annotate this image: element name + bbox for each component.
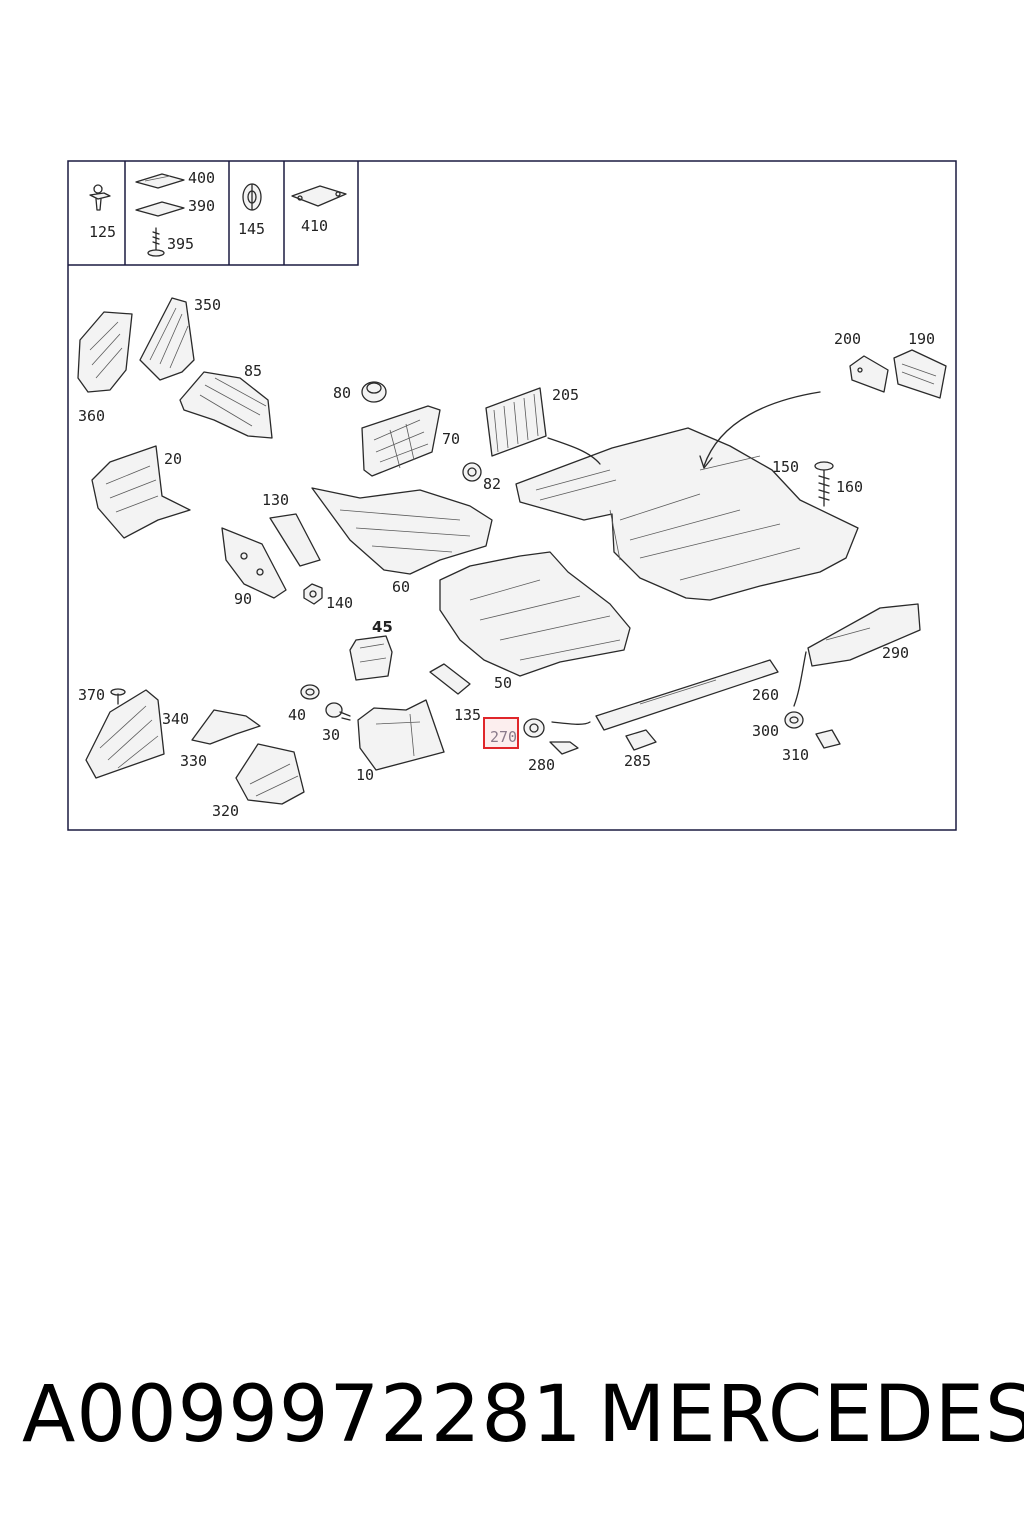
label-10: 10	[356, 766, 374, 784]
label-330: 330	[180, 752, 207, 770]
arrow-280	[551, 721, 591, 725]
label-50: 50	[494, 674, 512, 692]
part-340-panel-icon	[85, 689, 165, 779]
part-320-panel-icon	[235, 743, 305, 805]
label-145: 145	[238, 220, 265, 238]
label-285: 285	[624, 752, 651, 770]
part-10-panel-icon	[357, 699, 445, 771]
label-280: 280	[528, 756, 555, 774]
label-395: 395	[167, 235, 194, 253]
part-260-sill-icon	[595, 659, 779, 731]
label-350: 350	[194, 296, 221, 314]
label-205: 205	[552, 386, 579, 404]
part-370-pin-icon	[110, 688, 126, 705]
part-135-pad-icon	[429, 663, 471, 695]
part-130-plate-icon	[269, 513, 321, 567]
part-190-vent-icon	[893, 349, 947, 399]
label-320: 320	[212, 802, 239, 820]
part-410-plate-icon	[291, 185, 347, 207]
part-50-carpet-icon	[439, 551, 631, 677]
label-410: 410	[301, 217, 328, 235]
label-40: 40	[288, 706, 306, 724]
part-85-cover-icon	[179, 371, 273, 439]
part-395-screw-icon	[147, 227, 165, 257]
label-90: 90	[234, 590, 252, 608]
label-190: 190	[908, 330, 935, 348]
label-300: 300	[752, 722, 779, 740]
label-70: 70	[442, 430, 460, 448]
label-125: 125	[89, 223, 116, 241]
part-290-sill-icon	[807, 603, 921, 667]
part-20-panel-icon	[91, 445, 191, 539]
part-80-plug-icon	[361, 381, 387, 403]
label-85: 85	[244, 362, 262, 380]
part-310-clip-icon	[815, 729, 841, 749]
label-310: 310	[782, 746, 809, 764]
part-350-bracket-icon	[139, 297, 195, 381]
arrow-300	[793, 651, 807, 707]
part-40-ring-icon	[300, 684, 320, 700]
part-300-clip-icon	[784, 711, 804, 729]
label-270[interactable]: 270	[490, 728, 517, 746]
label-400: 400	[188, 169, 215, 187]
brand-name: MERCEDES	[598, 1370, 1024, 1460]
part-145-grommet-icon	[242, 183, 262, 211]
part-360-panel-icon	[77, 311, 133, 393]
label-30: 30	[322, 726, 340, 744]
label-160: 160	[836, 478, 863, 496]
part-285-clip-icon	[625, 729, 657, 751]
label-290: 290	[882, 644, 909, 662]
part-160-screw-icon	[814, 461, 834, 507]
floor-carpet-main-icon	[515, 427, 859, 601]
label-80: 80	[333, 384, 351, 402]
arrow-head-190	[699, 455, 713, 469]
part-280-clip-icon	[523, 718, 579, 755]
part-60-carpet-icon	[311, 487, 493, 575]
arrow-205	[547, 437, 601, 465]
part-70-mat-icon	[361, 405, 441, 477]
part-330-bracket-icon	[191, 709, 261, 745]
footer: A0099972281 MERCEDES	[0, 1370, 1024, 1470]
diagram-frame	[67, 160, 957, 831]
label-135: 135	[454, 706, 481, 724]
label-360: 360	[78, 407, 105, 425]
part-82-grommet-icon	[462, 462, 482, 482]
label-340: 340	[162, 710, 189, 728]
label-370: 370	[78, 686, 105, 704]
label-150: 150	[772, 458, 799, 476]
label-200: 200	[834, 330, 861, 348]
part-125-clip-icon	[89, 184, 111, 211]
part-30-plug-icon	[325, 702, 351, 721]
fastener-legend: 125 400 390 395 145 410	[68, 161, 359, 266]
label-82: 82	[483, 475, 501, 493]
label-260: 260	[752, 686, 779, 704]
part-200-cover-icon	[849, 355, 889, 393]
part-45-clip-icon	[349, 635, 393, 681]
part-205-insulation-icon	[485, 387, 547, 457]
label-45: 45	[372, 618, 393, 636]
arrow-190	[703, 391, 821, 467]
part-390-pad-icon	[135, 201, 185, 217]
part-number: A0099972281	[22, 1370, 583, 1460]
part-90-bracket-icon	[221, 527, 287, 599]
part-140-nut-icon	[303, 583, 323, 605]
label-20: 20	[164, 450, 182, 468]
highlight-box-270[interactable]	[483, 717, 519, 749]
label-390: 390	[188, 197, 215, 215]
label-140: 140	[326, 594, 353, 612]
label-130: 130	[262, 491, 289, 509]
part-400-pad-icon	[135, 173, 185, 189]
label-60: 60	[392, 578, 410, 596]
